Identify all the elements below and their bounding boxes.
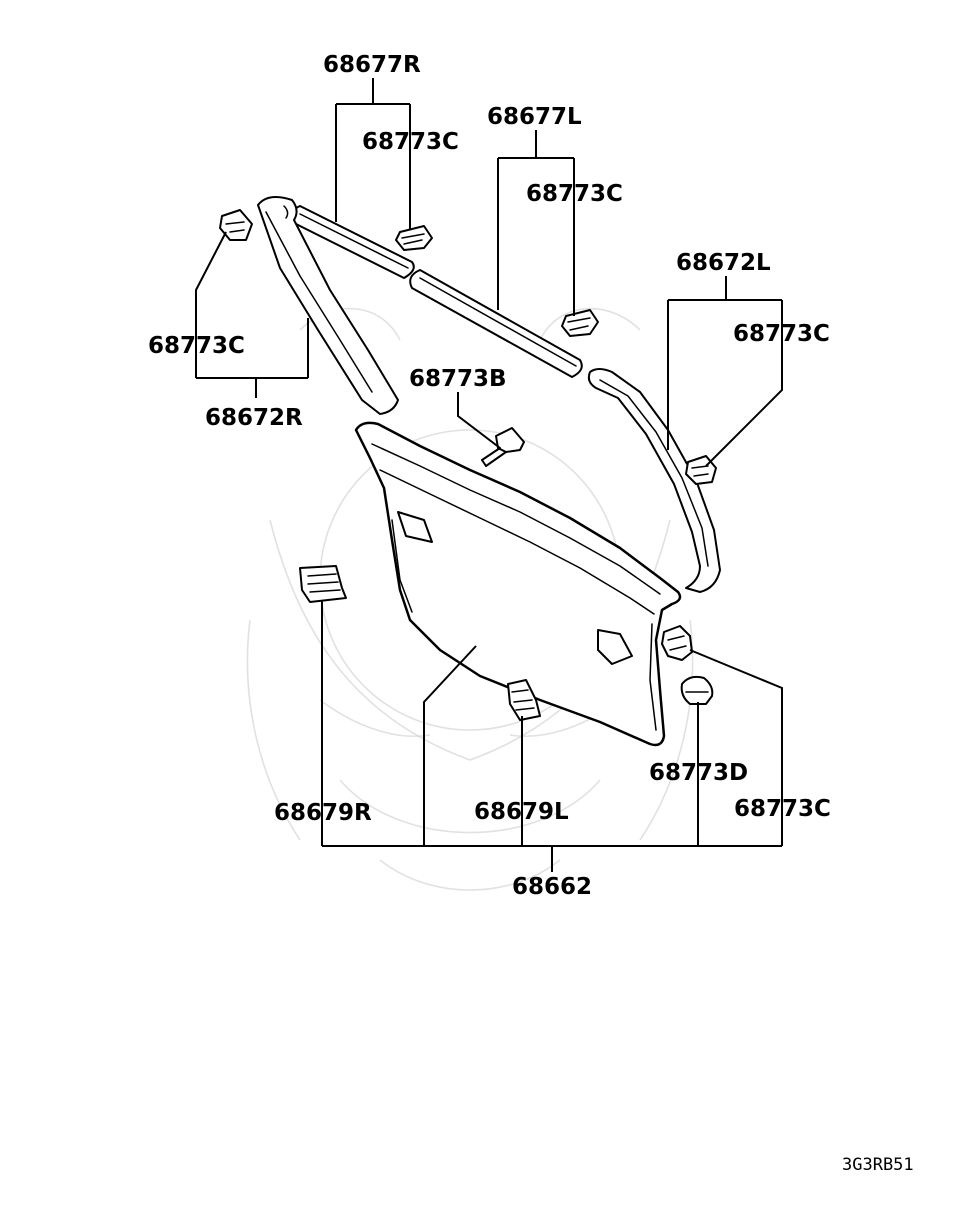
label-68679L: 68679L	[474, 799, 569, 825]
vent-grille-68679R	[299, 565, 347, 603]
upper-garnish-left	[409, 269, 583, 378]
label-68662: 68662	[512, 874, 592, 900]
label-68773B: 68773B	[409, 366, 507, 392]
back-door-trim-panel	[354, 421, 682, 747]
label-68773D: 68773D	[649, 760, 748, 786]
label-68773C-a: 68773C	[362, 129, 459, 155]
fastener-68773D	[680, 675, 714, 705]
label-68773C-e: 68773C	[734, 796, 831, 822]
label-68773C-d: 68773C	[148, 333, 245, 359]
clip-68773C-top-left	[219, 209, 253, 241]
leader-lines	[195, 78, 783, 872]
label-68679R: 68679R	[274, 800, 372, 826]
part-labels: 68677R 68773C 68677L 68773C 68672L 68773…	[148, 52, 831, 900]
diagram-code: 3G3RB51	[842, 1155, 914, 1175]
clip-68773B-hook	[481, 427, 525, 467]
label-68672R: 68672R	[205, 405, 303, 431]
side-garnish-right	[257, 195, 399, 415]
label-68677R: 68677R	[323, 52, 421, 78]
label-68672L: 68672L	[676, 250, 771, 276]
label-68677L: 68677L	[487, 104, 582, 130]
clip-68773C-upper-mid	[395, 225, 433, 251]
clip-68773C-lower-right	[661, 625, 693, 661]
clip-68773C-upper-right	[561, 309, 599, 337]
label-68773C-b: 68773C	[526, 181, 623, 207]
label-68773C-c: 68773C	[733, 321, 830, 347]
vent-grille-68679L	[507, 679, 541, 721]
